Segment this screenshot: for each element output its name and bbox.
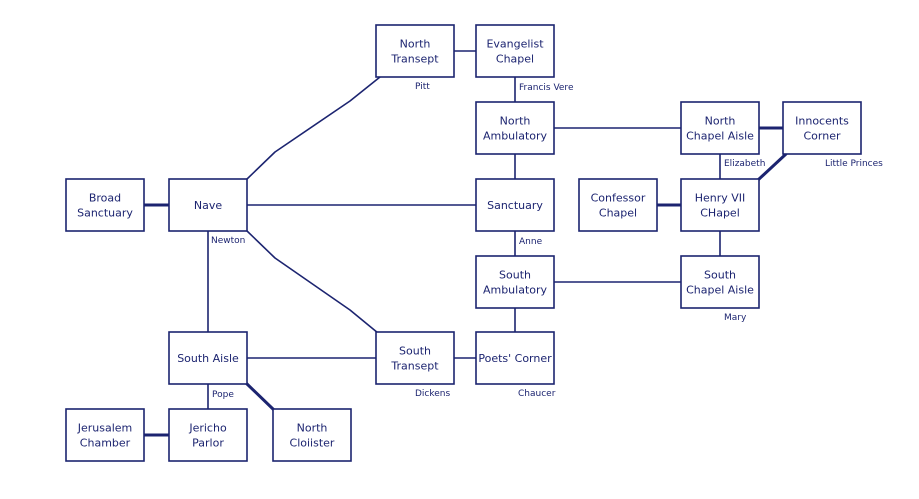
room-label: North (297, 422, 328, 435)
connection-south-aisle-to-north-cloister (244, 381, 276, 412)
room-label: Henry VII (695, 192, 746, 205)
rooms-layer: NorthTranseptEvangelistChapelNorthAmbula… (65, 24, 862, 462)
room-box (475, 24, 555, 78)
room-sanctuary: Sanctuary (475, 178, 555, 232)
connection-innocents-corner-to-henry-vii-chapel (756, 152, 788, 182)
room-label: Jericho (188, 422, 227, 435)
room-label: Chapel Aisle (686, 284, 754, 297)
room-label: North (400, 38, 431, 51)
room-label: Transept (390, 360, 439, 373)
room-box (375, 24, 455, 78)
room-henry-vii-chapel: Henry VII CHapel (680, 178, 760, 232)
connection-label: Anne (519, 237, 543, 247)
room-box (475, 331, 555, 385)
room-label: Cloiister (290, 437, 335, 450)
room-box (65, 178, 145, 232)
room-box (168, 408, 248, 462)
room-nave: Nave (168, 178, 248, 232)
room-label: Sanctuary (77, 207, 133, 220)
room-note-south-transept: Dickens (415, 389, 451, 399)
room-label: Broad (89, 192, 121, 205)
room-label: Innocents (795, 115, 849, 128)
room-box (680, 101, 760, 155)
room-label: Corner (803, 130, 840, 143)
connection-label: Francis Vere (519, 83, 574, 93)
room-label: Ambulatory (483, 284, 548, 297)
room-label: South (399, 345, 431, 358)
room-box (65, 408, 145, 462)
room-label: North (705, 115, 736, 128)
room-label: South (499, 269, 531, 282)
room-box (475, 101, 555, 155)
room-label: Chapel (599, 207, 637, 220)
room-box (475, 178, 555, 232)
room-label: Sanctuary (487, 199, 543, 212)
room-label: South (704, 269, 736, 282)
room-box (578, 178, 658, 232)
room-box (680, 178, 760, 232)
room-south-aisle: South Aisle (168, 331, 248, 385)
room-box (680, 255, 760, 309)
room-note-south-chapel-aisle: Mary (724, 313, 747, 323)
room-poets-corner: Poets' Corner (475, 331, 555, 385)
room-label: Confessor (591, 192, 646, 205)
room-box (272, 408, 352, 462)
connection-nave-to-north-transept (245, 76, 381, 181)
room-box (475, 255, 555, 309)
room-label: Jerusalem (77, 422, 133, 435)
connection-label: Elizabeth (724, 159, 765, 169)
room-label: Transept (390, 53, 439, 66)
room-label: Evangelist (486, 38, 544, 51)
room-label: CHapel (700, 207, 740, 220)
room-label: Ambulatory (483, 130, 548, 143)
room-box (375, 331, 455, 385)
room-label: Chapel (496, 53, 534, 66)
room-label: Parlor (192, 437, 224, 450)
room-box (168, 178, 248, 232)
connection-nave-to-south-transept (245, 229, 379, 334)
room-label: Chapel Aisle (686, 130, 754, 143)
room-note-poets-corner: Chaucer (518, 389, 556, 399)
room-label: Poets' Corner (478, 352, 552, 365)
room-note-innocents-corner: Little Princes (825, 159, 883, 169)
room-note-nave: Newton (211, 236, 245, 246)
room-label: Nave (194, 199, 222, 212)
room-label: South Aisle (177, 352, 239, 365)
connection-label: Pope (212, 390, 234, 400)
room-box (168, 331, 248, 385)
room-label: North (500, 115, 531, 128)
room-box (782, 101, 862, 155)
room-note-north-transept: Pitt (415, 82, 430, 92)
room-label: Chamber (80, 437, 131, 450)
